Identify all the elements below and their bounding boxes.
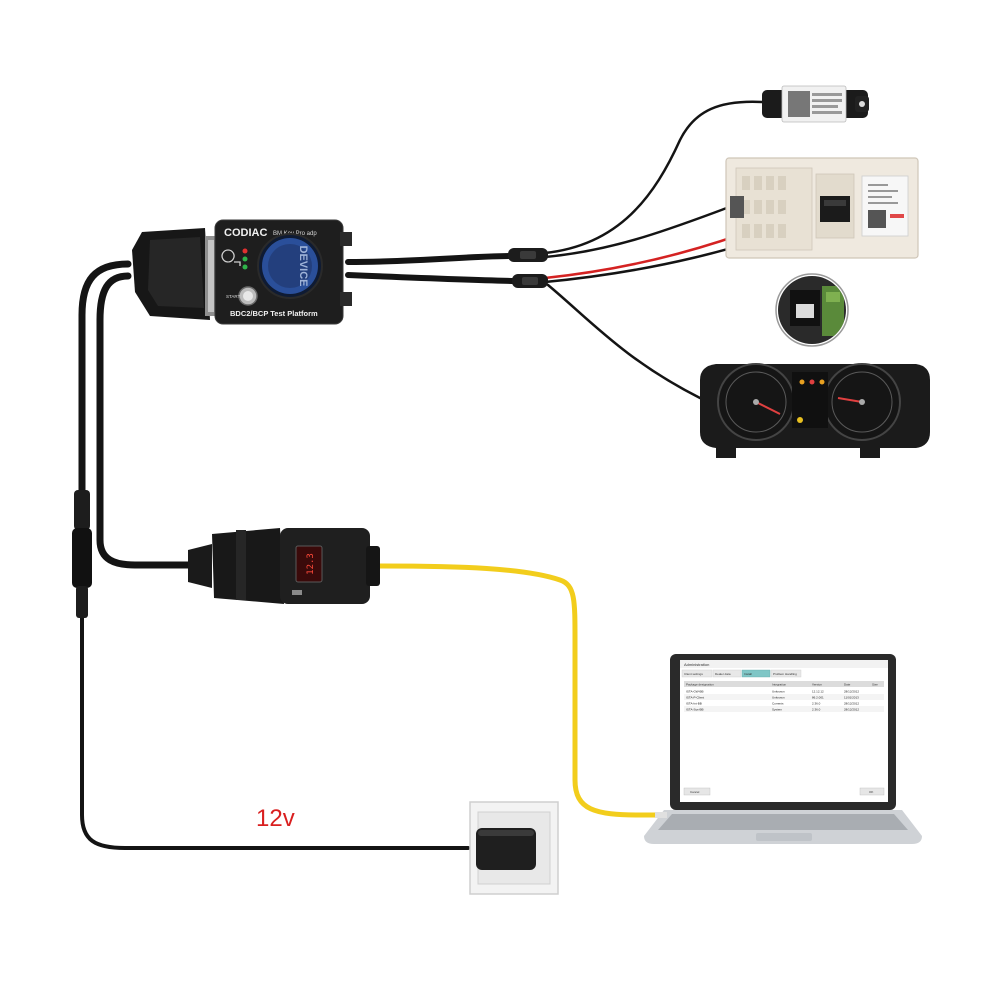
led-green [242,256,248,262]
cell: Unknown [772,696,785,700]
wire-to-cluster [546,283,702,400]
cell: 2.36.0 [812,708,821,712]
led-red [242,248,248,254]
tab-dealer-data[interactable]: Dealer data [715,672,731,676]
cell: Currents [772,702,784,706]
cell: 86.2.001 [812,696,824,700]
ethernet-cable [375,563,663,818]
instrument-cluster [700,363,930,458]
cell: ISTA-Int-BB [686,702,702,706]
disc-text: DEVICE [297,246,309,287]
cell: 12.12.12 [812,690,824,694]
col-version: Version [812,683,822,687]
power-brick [476,828,536,870]
obd-display [295,545,323,583]
bdc-module [725,157,919,259]
table-row[interactable]: ISTA-GW-BB Unknown 12.12.12 28/12/2012 [686,690,859,694]
led-green-2 [242,264,248,270]
cell: 28/12/2012 [844,708,859,712]
cell: 28/12/2012 [844,702,859,706]
adapter-brand: CODIAC [224,227,267,239]
obd-display-value: 12.3 [306,553,316,575]
obd-connector: 12.3 [188,528,380,604]
cell: Unknown [772,690,785,694]
wire-to-key-module [543,100,764,255]
obd-lead-cable [96,272,194,569]
car-key-icon [221,249,241,266]
adapter-right-cable-bottom [345,272,518,284]
connector-closeup [775,273,849,347]
ok-label: OK [869,790,873,794]
tab-install[interactable]: Install [744,672,752,676]
cell: 2.36.0 [812,702,821,706]
window-title: Administration [684,662,709,667]
ferrite-beads [508,248,548,288]
table-rows: ISTA-GW-BB Unknown 12.12.12 28/12/2012 I… [684,688,884,712]
table-row[interactable]: ISTA-Sys-BB System 2.36.0 28/12/2012 [686,708,859,712]
col-size: Size [872,683,878,687]
barrel-connector [72,490,92,618]
wall-outlet-adapter [469,801,559,895]
codiac-adapter: CODIAC BM Key Pro adp DEVICE START BDC2/… [132,219,352,325]
cell: ISTA-GW-BB [686,690,704,694]
table-header: Package designation Integration Version … [686,683,878,687]
cell: 11/01/2013 [844,696,859,700]
adapter-left-cable [78,260,132,499]
tab-problem-handling[interactable]: Problem Handling [773,672,797,676]
cancel-label: Cancel [690,790,700,794]
table-row[interactable]: ISTA-Int-BB Currents 2.36.0 28/12/2012 [686,702,859,706]
voltage-label: 12v [256,805,295,832]
cell: ISTA-Sys-BB [686,708,703,712]
laptop: Administration Client settings Dealer da… [644,654,922,844]
col-date: Date [844,683,851,687]
cell: 28/12/2012 [844,690,859,694]
tab-bar: Client settings Dealer data Install Prob… [681,669,802,678]
start-label: START [226,294,241,299]
cancel-button[interactable] [683,787,711,796]
cell: ISTA-P-Client [686,696,704,700]
table-row[interactable]: ISTA-P-Client Unknown 86.2.001 11/01/201… [686,696,859,700]
adapter-platform: BDC2/BCP Test Platform [230,309,318,318]
power-cable [80,613,470,850]
adapter-right-cable-top [345,253,515,265]
cables [78,100,837,850]
col-integration: Integration [772,683,787,687]
ok-button[interactable] [859,787,885,796]
col-package: Package designation [686,683,714,687]
wire-to-bdc-black [543,203,737,259]
cell: System [772,708,783,712]
tab-client-settings[interactable]: Client settings [684,672,703,676]
key-antenna-module [762,85,869,123]
